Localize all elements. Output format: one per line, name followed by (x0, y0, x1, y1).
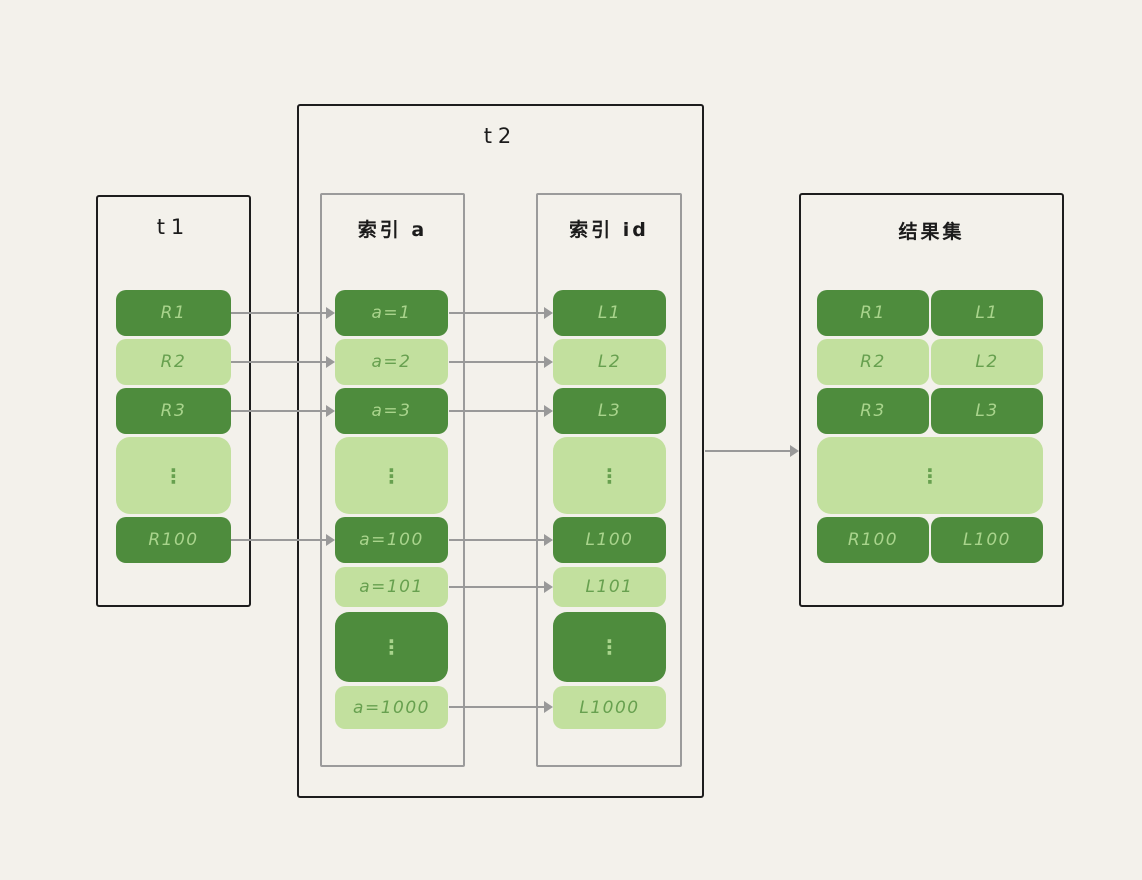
index-a-ellipsis-1: ⋮ (335, 437, 448, 514)
index-id-row-3: L3 (553, 388, 666, 434)
arrow-r2-to-a2 (231, 356, 335, 368)
index-id-ellipsis-2: ⋮ (553, 612, 666, 682)
index-a-title: 索引 a (357, 219, 428, 241)
result-row100-left: R100 (817, 517, 929, 563)
index-a-row-2: a=2 (335, 339, 448, 385)
index-id-box: 索引 id (536, 193, 682, 767)
arrow-a1-to-l1 (449, 307, 553, 319)
result-row100-right: L100 (931, 517, 1043, 563)
index-id-row-101: L101 (553, 567, 666, 607)
arrow-a2-to-l2 (449, 356, 553, 368)
result-row2-left: R2 (817, 339, 929, 385)
index-a-row-100: a=100 (335, 517, 448, 563)
table-t1-box: t1 R1 R2 R3 ⋮ R100 (96, 195, 251, 607)
t1-row-r3: R3 (116, 388, 231, 434)
t1-row-r100: R100 (116, 517, 231, 563)
t1-row-r1: R1 (116, 290, 231, 336)
arrow-r1-to-a1 (231, 307, 335, 319)
result-set-box: 结果集 R1 L1 R2 L2 R3 L3 ⋮ R100 L100 (799, 193, 1064, 607)
index-id-row-2: L2 (553, 339, 666, 385)
arrow-r3-to-a3 (231, 405, 335, 417)
arrow-t2-to-result (705, 445, 799, 457)
arrow-r100-to-a100 (231, 534, 335, 546)
index-a-ellipsis-2: ⋮ (335, 612, 448, 682)
result-row3-left: R3 (817, 388, 929, 434)
table-t2-title: t2 (483, 124, 518, 148)
index-a-box: 索引 a (320, 193, 465, 767)
table-t2-box: t2 索引 a a=1 a=2 a=3 ⋮ a=100 a=101 ⋮ a=10… (297, 104, 704, 798)
result-row2-right: L2 (931, 339, 1043, 385)
index-id-row-100: L100 (553, 517, 666, 563)
index-id-ellipsis-1: ⋮ (553, 437, 666, 514)
table-t1-title: t1 (156, 215, 191, 239)
result-row1-right: L1 (931, 290, 1043, 336)
arrow-a101-to-l101 (449, 581, 553, 593)
result-set-title: 结果集 (898, 221, 965, 243)
t1-row-r2: R2 (116, 339, 231, 385)
index-a-row-101: a=101 (335, 567, 448, 607)
result-row3-right: L3 (931, 388, 1043, 434)
index-a-row-3: a=3 (335, 388, 448, 434)
index-a-row-1: a=1 (335, 290, 448, 336)
index-id-title: 索引 id (569, 219, 649, 241)
arrow-a1000-to-l1000 (449, 701, 553, 713)
index-id-row-1: L1 (553, 290, 666, 336)
arrow-a3-to-l3 (449, 405, 553, 417)
index-id-row-1000: L1000 (553, 686, 666, 729)
t1-row-ellipsis: ⋮ (116, 437, 231, 514)
result-row1-left: R1 (817, 290, 929, 336)
result-row-ellipsis: ⋮ (817, 437, 1043, 514)
arrow-a100-to-l100 (449, 534, 553, 546)
index-a-row-1000: a=1000 (335, 686, 448, 729)
